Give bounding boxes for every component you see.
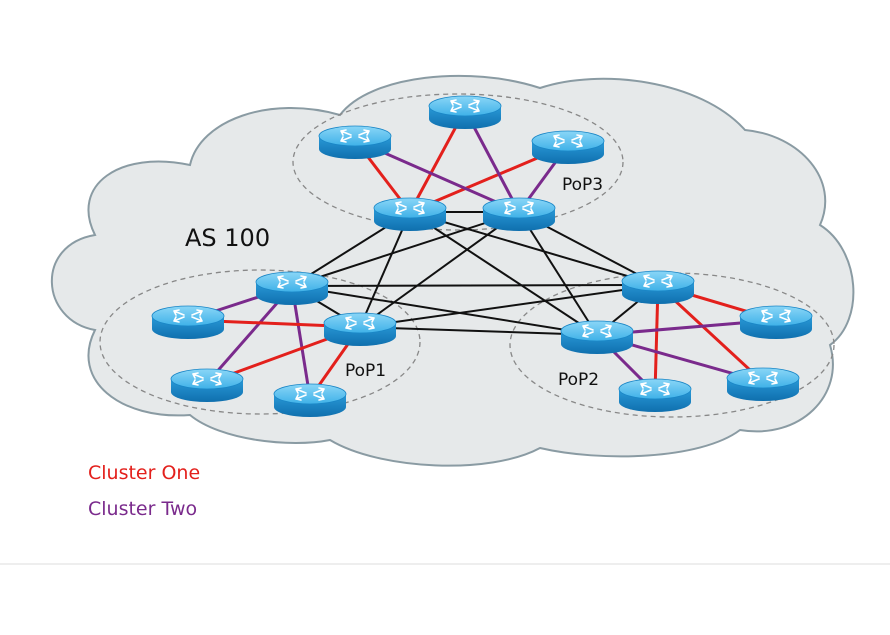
divider (0, 563, 890, 565)
pop2-label: PoP2 (558, 370, 599, 390)
mesh-link-r3a-r2a (409, 211, 659, 286)
router-icon (170, 368, 244, 402)
pop3-label: PoP3 (562, 175, 603, 195)
router-icon (621, 270, 695, 304)
router-icon (373, 197, 447, 231)
router-icon (726, 367, 800, 401)
mesh-link-r3b-r1b (359, 211, 520, 328)
mesh-link-r3a-r1b (359, 211, 411, 328)
as100-cloud (50, 74, 855, 467)
pop3-boundary (292, 93, 624, 231)
mesh-link-r1a-r2a (291, 284, 659, 287)
router-icon (531, 130, 605, 164)
router-icon (482, 197, 556, 231)
router-icon (739, 305, 813, 339)
legend-cluster-two: Cluster Two (88, 498, 198, 520)
router-icon (560, 320, 634, 354)
routers-layer (151, 95, 813, 417)
mesh-link-r3a-r2b (409, 211, 598, 336)
mesh-link-r1b-r2b (359, 326, 598, 336)
router-icon (255, 271, 329, 305)
router-icon (618, 378, 692, 412)
mesh-link-r3b-r1a (291, 211, 520, 287)
mesh-link-r1b-r2a (359, 284, 659, 328)
pop1-label: PoP1 (345, 361, 386, 381)
router-icon (151, 305, 225, 339)
pop1-boundary (99, 269, 421, 415)
mesh-link-r3b-r2b (518, 211, 598, 336)
router-icon (318, 125, 392, 159)
mesh-link-r1a-r2b (291, 285, 598, 336)
legend-cluster-one: Cluster One (88, 462, 201, 484)
router-icon (273, 383, 347, 417)
router-icon (323, 312, 397, 346)
router-icon (428, 95, 502, 129)
as-label: AS 100 (185, 224, 270, 252)
